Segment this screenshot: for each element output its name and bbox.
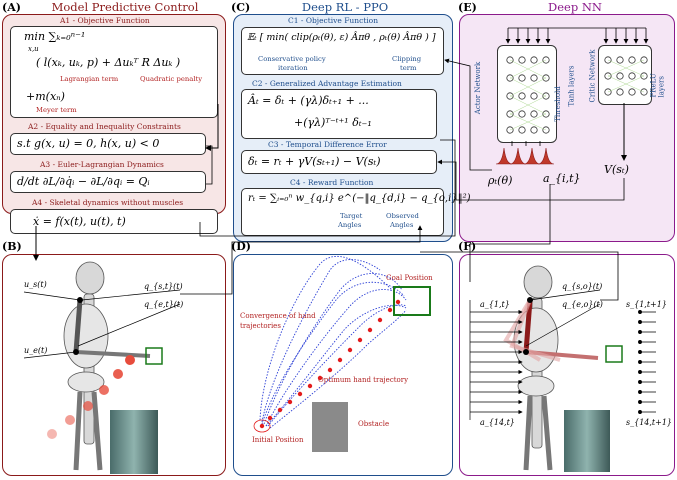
tanh-label: Tanh layers [567, 65, 576, 107]
conservative-policy-label: Conservative policy [258, 55, 326, 63]
a1-summand: ( l(xₖ, uₖ, p) + Δuₖᵀ R Δuₖ ) [36, 56, 181, 69]
observed-label: Observed [386, 212, 419, 220]
a3-heading: A3 - Euler-Lagrangian Dynamics [40, 160, 164, 169]
panel-c-title: Deep RL - PPO [301, 0, 389, 14]
c2-equation-line2: +(γλ)ᵀ⁻ᵗ⁺¹ δₜ₋₁ [294, 116, 372, 129]
a1-equation-box [10, 26, 218, 118]
a1-meyer-expression: +m(xₙ) [26, 90, 65, 103]
rho-output-label: ρₜ(θ) [488, 174, 513, 187]
a4-heading: A4 - Skeletal dynamics without muscles [32, 198, 184, 207]
c2-heading: C2 - Generalized Advantage Estimation [252, 79, 402, 88]
a1-heading: A1 - Objective Function [60, 16, 150, 25]
target-angles-label: Angles [338, 221, 362, 229]
convergence-label-line2: trajectories [240, 322, 281, 330]
a3-equation: d/dt ∂L/∂q̇ᵢ − ∂L/∂qᵢ = Qᵢ [10, 171, 206, 193]
c2-equation-line1: Âₜ = δₜ + (γλ)δₜ₊₁ + ... [248, 94, 369, 107]
f-qe-label: q_{e,o}(t) [562, 300, 603, 309]
target-label: Target [340, 212, 363, 220]
actor-network-box [497, 45, 557, 143]
meyer-term-label: Meyer term [36, 106, 77, 114]
f-a1-label: a_{1,t} [480, 300, 510, 309]
f-s14-label: s_{14,t+1} [626, 418, 673, 427]
panel-a-title: Model Predictive Control [51, 0, 199, 14]
action-output-label: a_{i,t} [543, 172, 581, 185]
a1-min-subscript: x,u [28, 45, 39, 53]
a2-heading: A2 - Equality and Inequality Constraints [28, 122, 181, 131]
observed-angles-label: Angles [390, 221, 414, 229]
value-output-label: V(sₜ) [604, 163, 629, 176]
prelu-label: PReLU layers [649, 73, 666, 98]
qe-label: q_{e,t}(t) [144, 300, 184, 309]
panel-c-label: (C) [231, 1, 251, 14]
f-a14-label: a_{14,t} [480, 418, 515, 427]
clipping-label: Clipping [392, 55, 422, 63]
critic-network-box [598, 45, 652, 105]
initial-position-label: Initial Position [252, 436, 304, 444]
clipping-term-label: term [400, 64, 417, 72]
a4-equation: ẋ = f(x(t), u(t), t) [10, 209, 218, 234]
threshold-label: Threshold [553, 86, 562, 122]
goal-position-label: Goal Position [386, 274, 433, 282]
c3-heading: C3 - Temporal Difference Error [268, 140, 387, 149]
panel-e-label: (E) [458, 1, 477, 14]
optimum-trajectory-label: Optimum hand trajectory [318, 376, 409, 384]
convergence-label-line1: Convergence of hand [240, 312, 316, 320]
qs-label: q_{s,t}(t) [144, 282, 183, 291]
us-label: u_s(t) [24, 280, 47, 289]
c1-heading: C1 - Objective Function [288, 16, 379, 25]
lagrangian-term-label: Lagrangian term [60, 75, 119, 83]
critic-network-label: Critic Network [588, 49, 597, 103]
f-s1-label: s_{1,t+1} [626, 300, 667, 309]
panel-e-title: Deep NN [548, 0, 602, 14]
a2-equation: s.t g(x, u) = 0, h(x, u) < 0 [10, 133, 206, 155]
panel-d-label: (D) [231, 240, 251, 253]
c1-equation: 𝔼ₜ [ min( clip(ρₜ(θ), ε) Âπθ , ρₜ(θ) Âπθ… [241, 27, 444, 75]
actor-network-label: Actor Network [474, 61, 483, 115]
panel-a-label: (A) [2, 1, 21, 14]
quadratic-penalty-label: Quadratic penalty [140, 75, 203, 83]
obstacle-label: Obstacle [358, 420, 390, 428]
c3-equation: δₜ = rₜ + γV(sₜ₊₁) − V(sₜ) [241, 150, 437, 174]
panel-f-label: (F) [458, 240, 477, 253]
a1-min-operator: min ∑ₖ₌₀ⁿ⁻¹ [24, 30, 86, 43]
panel-b-label: (B) [2, 240, 22, 253]
c2-equation-box [241, 89, 437, 139]
ue-label: u_e(t) [24, 346, 48, 355]
iteration-label: iteration [278, 64, 308, 72]
c4-heading: C4 - Reward Function [290, 178, 374, 187]
f-qs-label: q_{s,o}(t) [562, 282, 603, 291]
